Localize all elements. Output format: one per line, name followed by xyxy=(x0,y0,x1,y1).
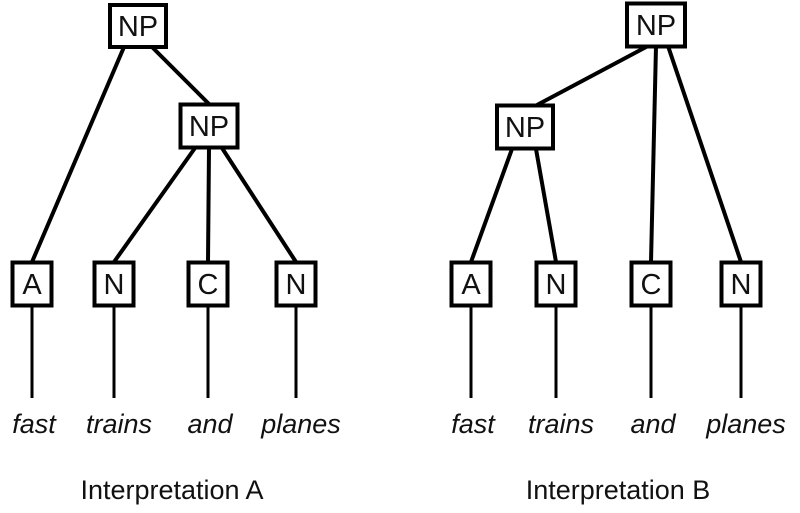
node-box-terminal-a-0[interactable] xyxy=(449,260,493,308)
node-label-terminal-n-3: N xyxy=(731,269,752,301)
caption-interpretation-a: Interpretation A xyxy=(80,475,263,505)
word-label-trains: trains xyxy=(528,409,594,439)
edge-root-to-internal-np xyxy=(150,45,211,106)
edge-root-to-internal-np xyxy=(536,44,649,107)
node-box-terminal-n-1[interactable] xyxy=(92,260,136,308)
node-box-terminal-a-0[interactable] xyxy=(10,260,54,308)
node-label-terminal-a-0: A xyxy=(461,269,481,301)
word-label-and: and xyxy=(630,409,676,439)
node-box-terminal-n-3[interactable] xyxy=(274,260,318,308)
edge-internal-np-to-terminal-n1 xyxy=(534,148,558,263)
word-label-planes: planes xyxy=(705,409,786,439)
node-label-terminal-a-0: A xyxy=(22,269,42,301)
node-label-internal-np-0: NP xyxy=(189,111,229,143)
node-label-terminal-c-2: C xyxy=(641,269,662,301)
node-box-terminal-c-2[interactable] xyxy=(629,260,673,308)
word-label-planes: planes xyxy=(260,409,341,439)
word-label-and: and xyxy=(187,409,233,439)
node-box-terminal-n-3[interactable] xyxy=(719,260,763,308)
edge-root-to-terminal-a xyxy=(30,46,126,263)
node-box-terminal-c-2[interactable] xyxy=(186,260,230,308)
word-label-fast: fast xyxy=(12,409,57,439)
edge-internal-np-to-terminal-n2 xyxy=(220,146,298,264)
word-label-fast: fast xyxy=(451,409,496,439)
node-label-internal-np-0: NP xyxy=(505,112,545,144)
node-box-root-np[interactable] xyxy=(108,3,168,49)
caption-interpretation-b: Interpretation B xyxy=(526,475,711,505)
word-label-trains: trains xyxy=(86,409,152,439)
node-label-terminal-n-1: N xyxy=(104,269,125,301)
node-box-internal-np-0[interactable] xyxy=(178,102,240,150)
node-label-root-np: NP xyxy=(636,10,676,42)
node-box-internal-np-0[interactable] xyxy=(495,103,555,151)
edge-root-to-terminal-n2 xyxy=(666,45,743,263)
node-box-terminal-n-1[interactable] xyxy=(534,260,578,308)
edge-root-to-terminal-c xyxy=(649,45,658,263)
node-label-root-np: NP xyxy=(118,11,158,43)
node-label-terminal-n-1: N xyxy=(546,269,567,301)
edge-internal-np-to-terminal-c xyxy=(206,147,211,263)
node-label-terminal-n-3: N xyxy=(286,269,307,301)
edge-internal-np-to-terminal-a xyxy=(469,148,514,263)
edge-internal-np-to-terminal-n1 xyxy=(112,146,197,264)
node-box-root-np[interactable] xyxy=(625,1,687,49)
node-label-terminal-c-2: C xyxy=(198,269,219,301)
